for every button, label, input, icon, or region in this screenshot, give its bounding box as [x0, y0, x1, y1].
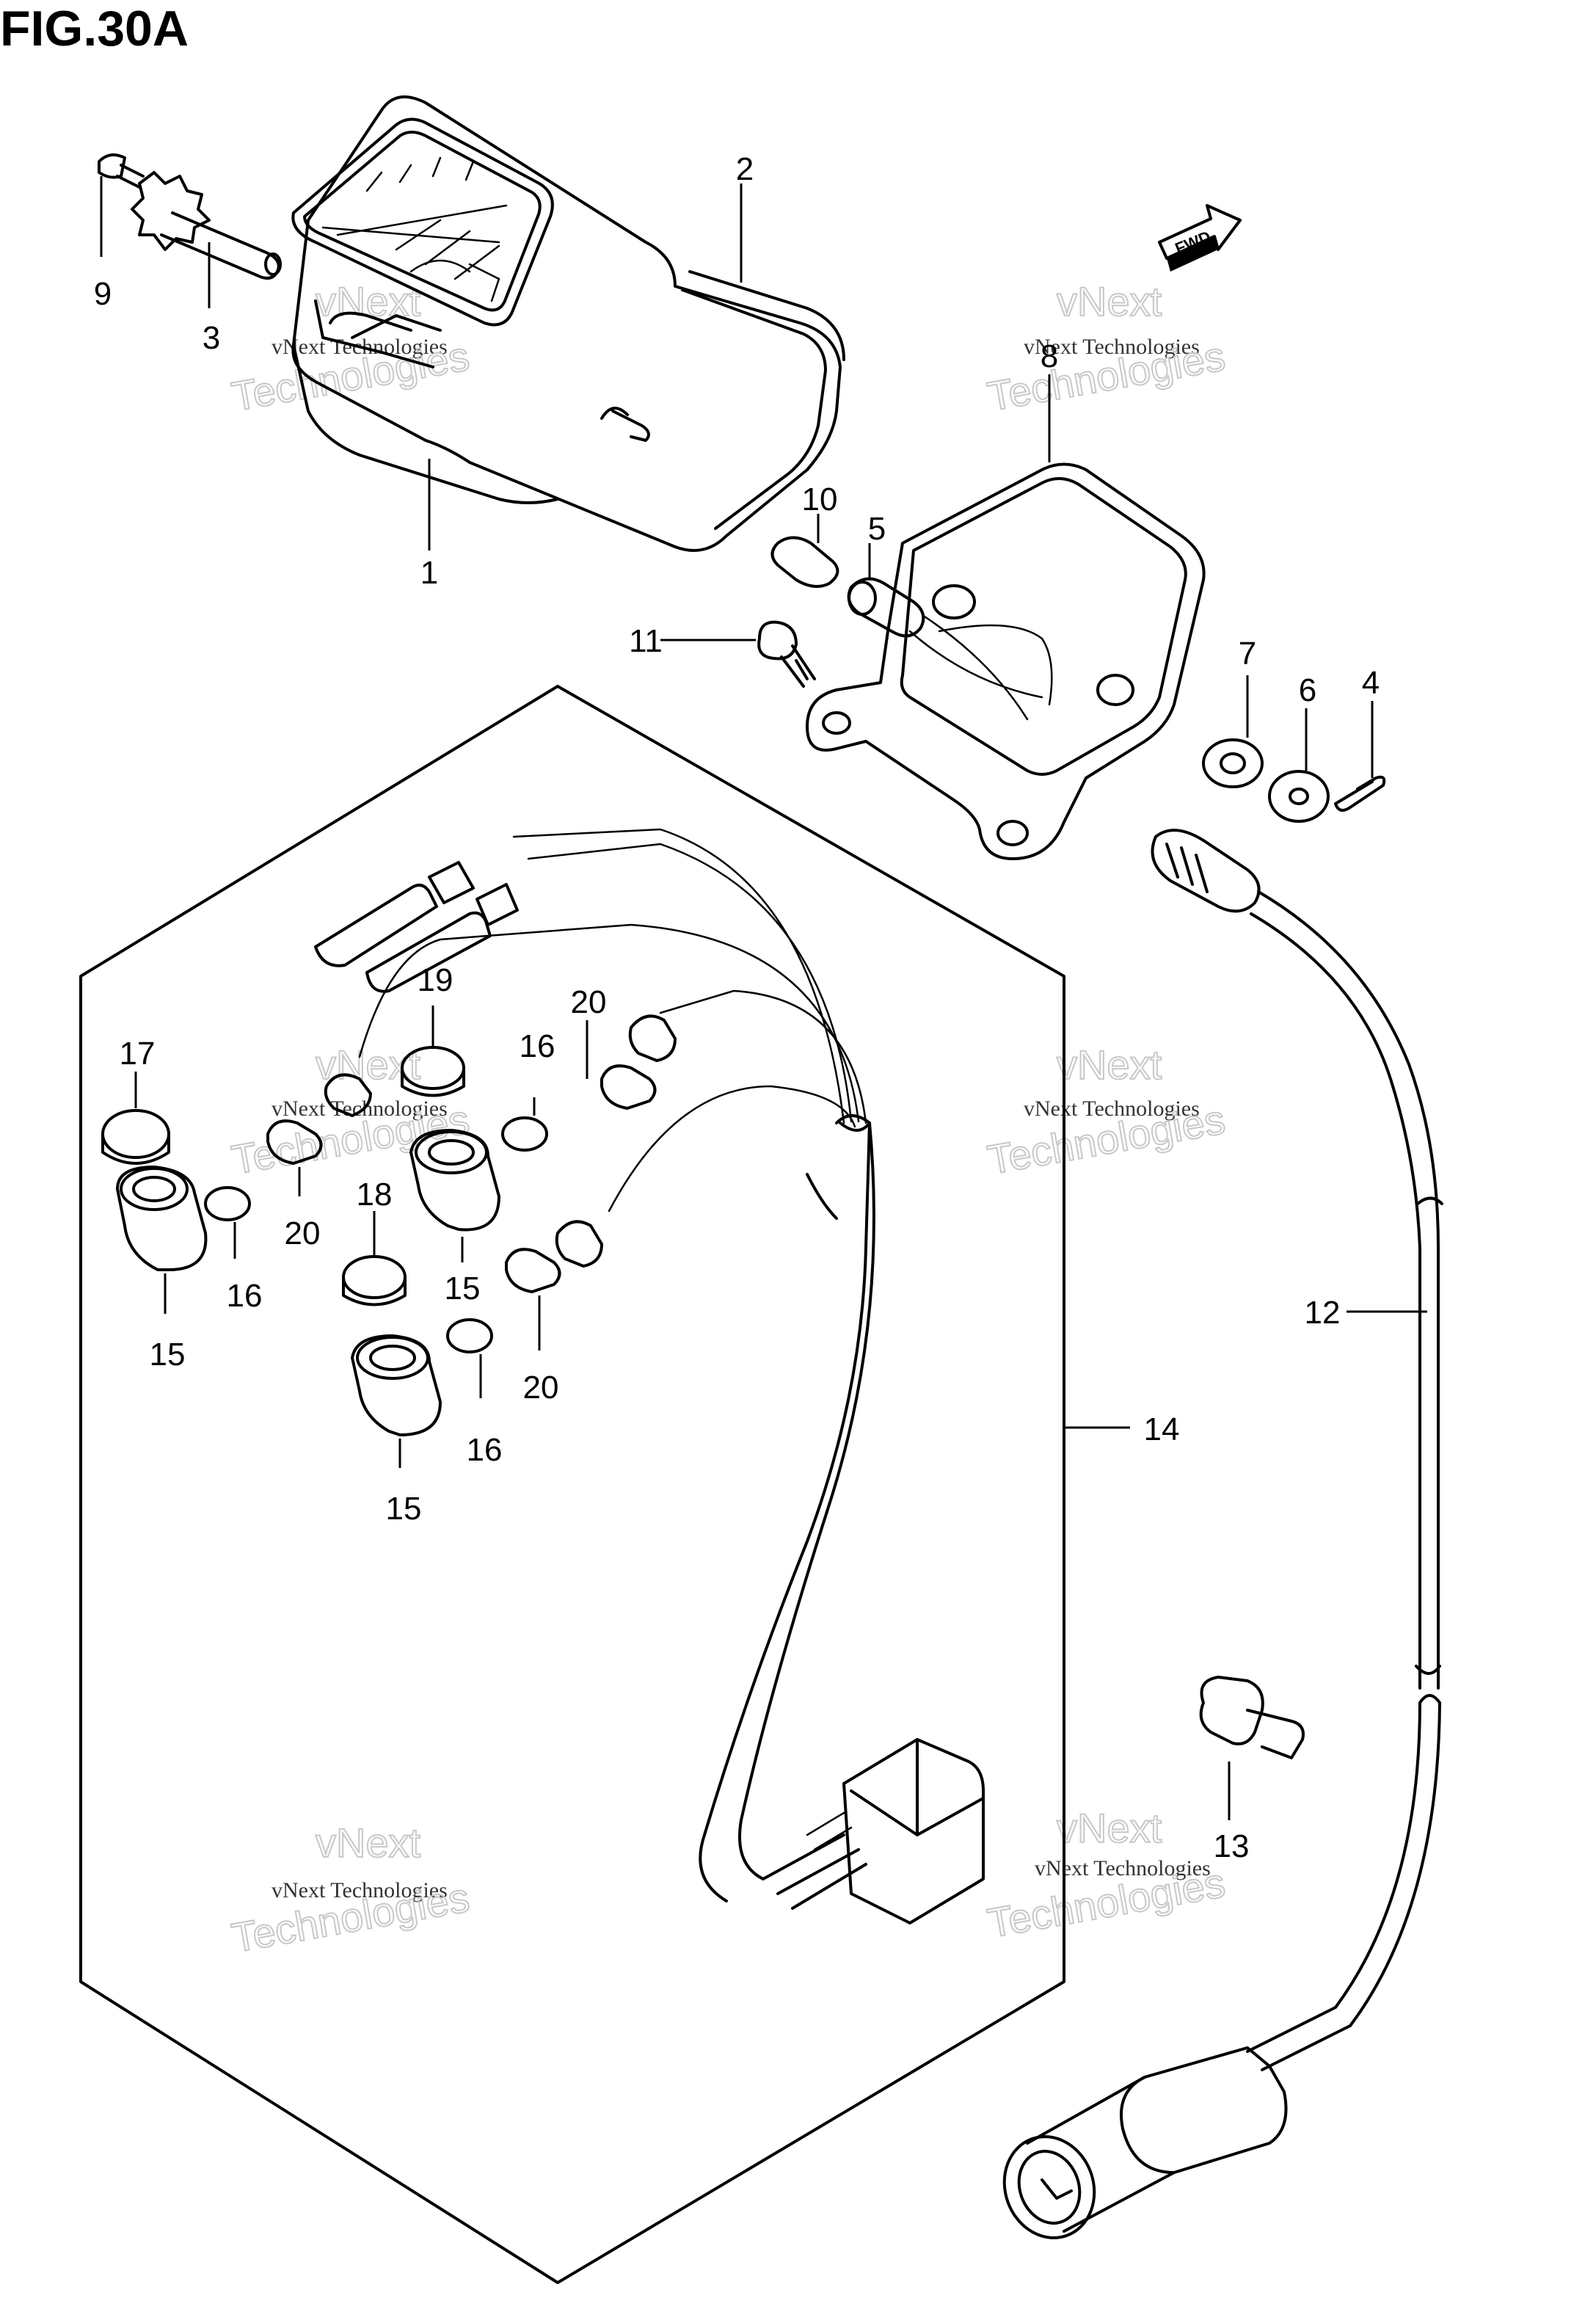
watermark-text: vNext Technologies [1024, 335, 1200, 359]
callout-7: 7 [1239, 636, 1256, 672]
harness-kit-frame [79, 685, 1065, 2284]
figure-title: FIG.30A [0, 1, 189, 57]
callout-9: 9 [94, 276, 112, 312]
meter-bracket [757, 462, 1206, 860]
cable-clamp [1199, 1676, 1305, 1759]
grommet-washer-pin [1202, 738, 1386, 823]
leader-lines [100, 176, 1427, 1820]
watermark-text: vNext [316, 1820, 421, 1866]
callout-1: 1 [420, 555, 438, 591]
callout-8: 8 [1041, 338, 1058, 374]
callout-3: 3 [203, 320, 220, 356]
watermark-text: vNext Technologies [272, 1878, 448, 1902]
watermark-text: vNext Technologies [272, 1097, 448, 1121]
callout-20: 20 [523, 1370, 559, 1406]
callout-16: 16 [520, 1028, 555, 1064]
callout-20: 20 [571, 984, 607, 1020]
watermark-text: vNext [1057, 1805, 1162, 1851]
callout-4: 4 [1362, 665, 1380, 701]
callout-16: 16 [467, 1432, 503, 1468]
callout-10: 10 [802, 481, 838, 517]
callout-12: 12 [1305, 1295, 1341, 1331]
indicator-parts [101, 1014, 677, 1436]
wiring-harness [314, 828, 985, 1924]
callout-16: 16 [227, 1278, 263, 1314]
callout-14: 14 [1144, 1411, 1180, 1447]
watermark-group: vNext Technologies vNext Technologies vN… [227, 277, 1229, 1962]
fwd-arrow-icon: FWD [1158, 204, 1242, 272]
callout-15: 15 [386, 1491, 422, 1527]
callout-5: 5 [868, 511, 886, 547]
callout-2: 2 [736, 151, 754, 187]
reset-shaft [160, 211, 282, 280]
callout-19: 19 [418, 962, 453, 998]
callout-labels: 2 1 3 9 8 10 5 11 7 6 4 12 13 14 17 19 1… [94, 151, 1380, 1864]
callout-15: 15 [445, 1270, 481, 1306]
callout-17: 17 [120, 1036, 156, 1072]
speedometer-assembly [291, 95, 845, 552]
watermark-text: vNext Technologies [1024, 1097, 1200, 1121]
callout-13: 13 [1214, 1828, 1250, 1864]
watermark-text: vNext [1057, 278, 1162, 324]
gear-screw-icon [98, 153, 211, 251]
watermark-text: vNext [1057, 1042, 1162, 1088]
callout-18: 18 [357, 1177, 393, 1213]
callout-15: 15 [150, 1337, 186, 1373]
callout-11: 11 [629, 623, 663, 659]
speedometer-cable [1002, 829, 1443, 2239]
callout-6: 6 [1299, 672, 1316, 708]
callout-20: 20 [285, 1215, 321, 1251]
